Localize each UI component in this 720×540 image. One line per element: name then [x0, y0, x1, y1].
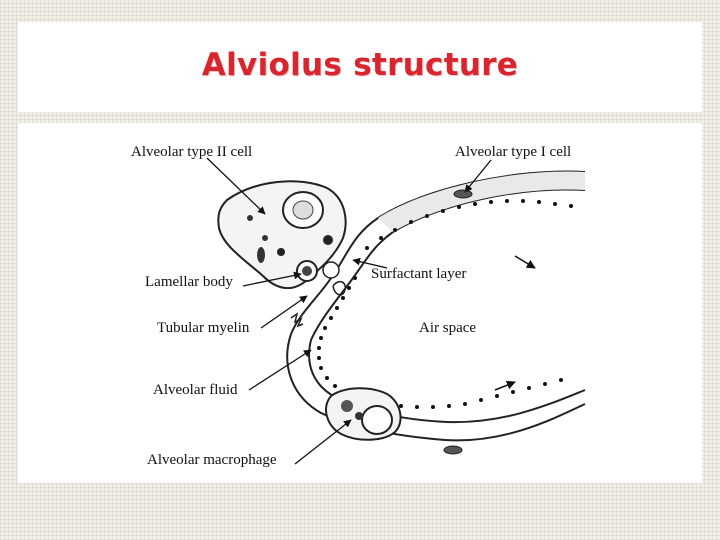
- surfactant-dots: [317, 199, 573, 409]
- label-surfactant-layer: Surfactant layer: [371, 266, 466, 282]
- label-tubular-myelin: Tubular myelin: [157, 320, 250, 336]
- slide-title: Alviolus structure: [0, 47, 720, 83]
- alveolus-drawing: Alveolar type II cell Alveolar type I ce…: [95, 128, 625, 480]
- label-type-ii-cell: Alveolar type II cell: [131, 144, 252, 160]
- label-air-space: Air space: [419, 320, 476, 336]
- type-i-nucleus: [454, 190, 472, 198]
- label-alveolar-macrophage: Alveolar macrophage: [147, 452, 277, 468]
- label-alveolar-fluid: Alveolar fluid: [153, 382, 238, 398]
- alveolar-wall-inner: [309, 189, 585, 422]
- alveolus-diagram: Alveolar type II cell Alveolar type I ce…: [95, 128, 625, 480]
- label-type-i-cell: Alveolar type I cell: [455, 144, 571, 160]
- label-lamellar-body: Lamellar body: [145, 274, 233, 290]
